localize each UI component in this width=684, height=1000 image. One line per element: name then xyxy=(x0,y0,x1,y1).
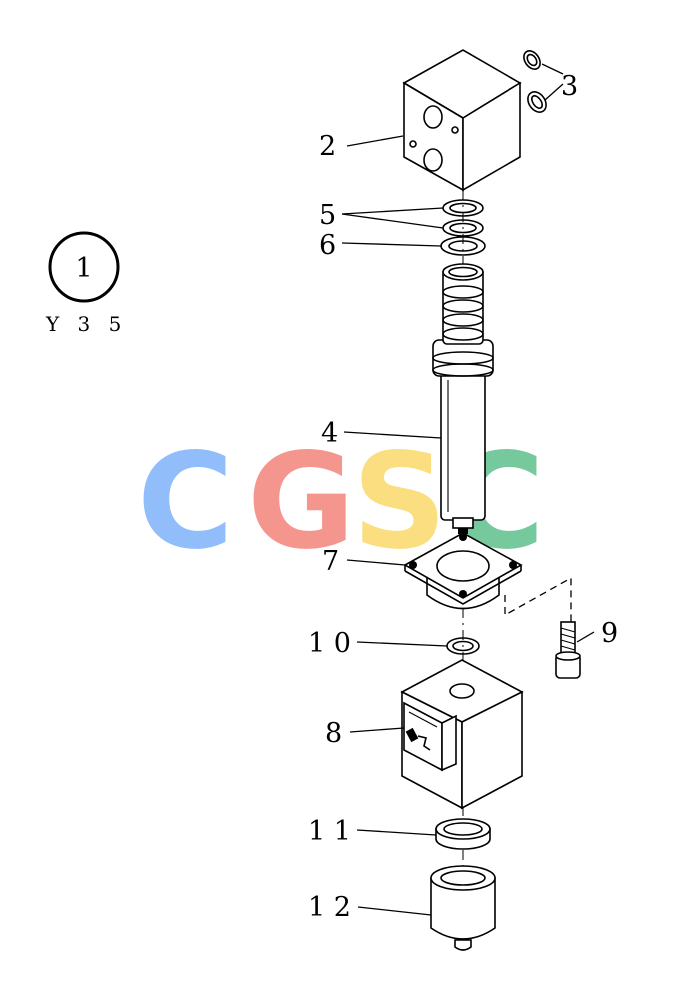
block-right-face xyxy=(462,81,521,192)
label-part-6: 6 xyxy=(319,230,336,261)
cartridge-part-4 xyxy=(432,263,494,534)
reference-code: Y 3 5 xyxy=(45,312,127,336)
reference-marker: 1 Y 3 5 xyxy=(45,231,127,336)
label-part-8: 8 xyxy=(325,718,342,749)
watermark-letter-c1: C xyxy=(137,425,234,579)
label-part-10: 1 0 xyxy=(308,628,351,659)
screw-part-9 xyxy=(555,621,581,679)
part-labels: 2 3 5 6 4 7 9 1 0 8 1 1 1 2 xyxy=(308,71,618,923)
label-part-9: 9 xyxy=(601,618,618,649)
o-rings-part-3 xyxy=(523,50,547,113)
label-part-7: 7 xyxy=(322,546,339,577)
ring-nut-part-11 xyxy=(435,818,491,850)
solenoid-coil-part-8 xyxy=(400,659,524,810)
label-part-3: 3 xyxy=(561,71,578,102)
label-part-12: 1 2 xyxy=(308,892,351,923)
valve-block-part-2 xyxy=(402,49,522,192)
reference-number: 1 xyxy=(75,253,92,284)
leader-lines xyxy=(341,63,595,916)
coil-right-face xyxy=(461,690,523,810)
label-part-11: 1 1 xyxy=(308,816,351,847)
watermark-letter-g: G xyxy=(247,425,355,579)
label-part-4: 4 xyxy=(321,418,338,449)
label-part-2: 2 xyxy=(319,131,336,162)
reference-circle xyxy=(48,231,120,303)
label-part-5: 5 xyxy=(319,200,336,231)
cap-nut-part-12 xyxy=(430,865,496,951)
square-flange-part-7 xyxy=(403,532,572,622)
